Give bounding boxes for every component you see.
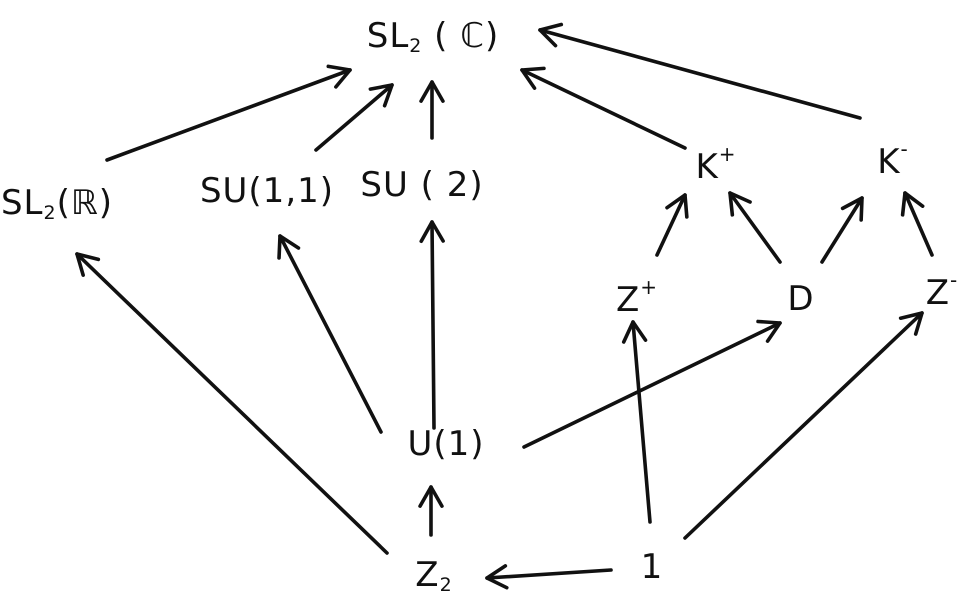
edge-u1-to-su2 — [430, 220, 436, 430]
arrowhead-one-to-zminus — [898, 311, 924, 336]
edge-one-to-zminus — [683, 311, 924, 540]
node-sl2c: SL2 ( ℂ) — [367, 16, 500, 57]
node-zminus: Z- — [926, 268, 959, 313]
node-sl2r: SL2(ℝ) — [1, 183, 113, 224]
node-u1: U(1) — [407, 424, 484, 464]
edge-zminus-to-kminus — [903, 191, 934, 257]
arrowhead-kminus-to-sl2c — [538, 22, 564, 48]
arrowhead-u1-to-su11 — [277, 234, 301, 260]
arrowhead-zplus-to-kplus — [665, 193, 689, 219]
arrowhead-u1-to-d — [756, 319, 782, 343]
edge-zplus-to-kplus — [655, 193, 687, 257]
arrowhead-su2-to-sl2c — [419, 80, 445, 103]
node-d: D — [787, 279, 814, 319]
node-su11: SU(1,1) — [200, 171, 334, 211]
edge-d-to-kminus — [820, 196, 864, 264]
arrowhead-kplus-to-sl2c — [520, 66, 546, 90]
nodes: SL2 ( ℂ) SL2(ℝ) SU(1,1) SU ( 2) K+ K- Z+… — [1, 16, 959, 595]
arrowhead-d-to-kminus — [840, 196, 864, 222]
edge-kminus-to-sl2c — [538, 28, 862, 120]
arrowhead-u1-to-su2 — [419, 220, 445, 243]
node-su2: SU ( 2) — [360, 165, 483, 205]
arrowhead-zminus-to-kminus — [900, 191, 925, 217]
node-zplus: Z+ — [616, 275, 658, 320]
edge-sl2r-to-sl2c — [105, 68, 352, 162]
arrowhead-sl2r-to-sl2c — [326, 64, 352, 89]
node-one: 1 — [641, 547, 664, 587]
edge-u1-to-su11 — [278, 234, 383, 434]
arrowhead-one-to-z2 — [485, 564, 509, 590]
edge-one-to-z2 — [485, 568, 613, 580]
edge-d-to-kplus — [728, 191, 782, 264]
arrowhead-d-to-kplus — [728, 191, 752, 217]
edge-u1-to-d — [522, 321, 782, 449]
edges — [75, 22, 934, 590]
node-kminus: K- — [877, 137, 909, 182]
edge-one-to-zplus — [631, 320, 652, 524]
node-kplus: K+ — [695, 142, 736, 187]
edge-su11-to-sl2c — [314, 83, 394, 152]
node-z2: Z2 — [415, 555, 452, 595]
arrowhead-one-to-zplus — [621, 320, 648, 344]
arrowhead-z2-to-sl2r — [75, 252, 101, 277]
arrowhead-su11-to-sl2c — [368, 83, 394, 108]
edge-z2-to-sl2r — [75, 252, 389, 555]
edge-kplus-to-sl2c — [520, 68, 687, 150]
arrowhead-z2-to-u1 — [418, 485, 444, 508]
